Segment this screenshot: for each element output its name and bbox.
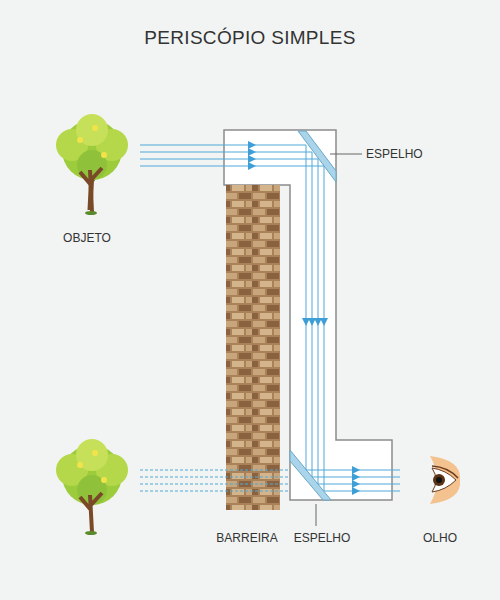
part-label: OBJETO	[63, 231, 111, 245]
leader-line	[316, 504, 317, 526]
leader-line	[330, 154, 362, 155]
part-label: OLHO	[423, 531, 457, 545]
light-rays	[140, 145, 400, 491]
part-label: ESPELHO	[294, 531, 351, 545]
tree-object	[56, 114, 128, 215]
ray-arrows	[248, 141, 360, 495]
top-mirror	[298, 131, 336, 182]
part-label: BARREIRA	[216, 531, 277, 545]
tree-image	[56, 439, 128, 535]
brick-wall	[226, 185, 280, 510]
part-label: ESPELHO	[366, 147, 423, 161]
bottom-mirror	[290, 450, 331, 500]
eye	[430, 456, 460, 504]
diagram-title: PERISCÓPIO SIMPLES	[144, 27, 355, 49]
virtual-rays	[140, 470, 290, 491]
